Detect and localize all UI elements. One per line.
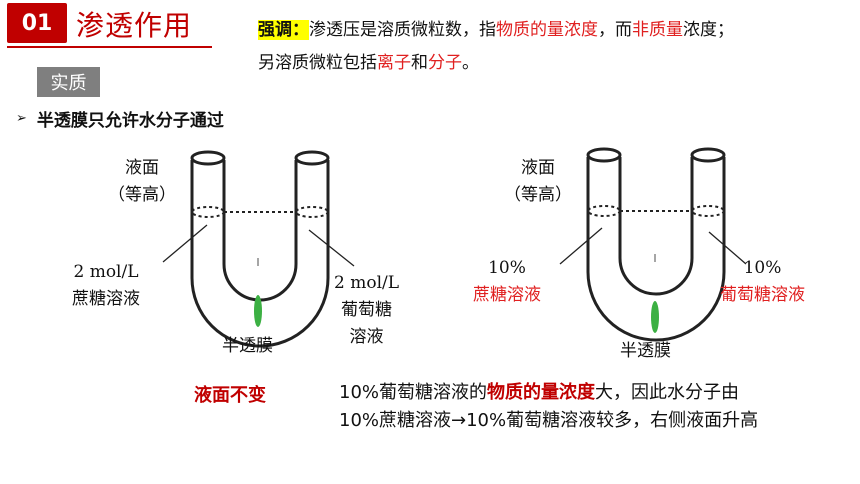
essence-tag: 实质 [37,67,100,97]
right-sucrose-name: 蔗糖溶液 [473,285,541,305]
left-tube-right-mouth [294,150,330,166]
explain-part-c: 大，因此水分子由 [595,382,740,403]
right-u-tube [586,147,726,342]
right-pointer-right [708,231,747,265]
right-glucose-name: 葡萄糖溶液 [720,285,805,305]
page-title: 渗透作用 [76,9,193,42]
explain-part-d: 10%蔗糖溶液→10%葡萄糖溶液较多，右侧液面升高 [339,410,759,431]
right-glucose-label: 10% 葡萄糖溶液 [720,255,805,309]
right-level-text: 液面 [521,158,555,178]
note-text-3: ，而 [598,20,632,40]
left-tube-left-mouth [190,150,226,166]
emphasis-note: 强调：渗透压是溶质微粒数，指物质的量浓度，而非质量浓度； 另溶质微粒包括离子和分… [258,14,858,80]
right-level-equal: （等高） [504,185,572,205]
section-number-badge: 01 [7,3,67,43]
bullet-point: ➢ 半透膜只允许水分子通过 [16,106,224,131]
left-tube-inner [222,160,298,302]
level-unchanged-caption: 液面不变 [194,385,266,406]
left-pointer-left [162,224,208,263]
note-text-6: 另溶质微粒包括 [258,53,377,73]
left-glucose-conc: 2 mol/L [334,273,400,293]
left-level-equal: （等高） [108,185,176,205]
note-text-10: 。 [462,53,479,73]
right-sucrose-label: 10% 蔗糖溶液 [473,255,541,309]
note-molecules: 分子 [428,53,462,73]
left-level-text: 液面 [125,158,159,178]
left-glucose-name: 葡萄糖 [341,300,393,320]
right-pointer-left [559,227,603,265]
left-level-label: 液面 （等高） [108,155,176,209]
left-membrane [254,295,262,327]
left-sucrose-conc: 2 mol/L [73,262,139,282]
right-sucrose-conc: 10% [488,258,526,278]
right-membrane [651,301,659,333]
note-molar-concentration: 物质的量浓度 [496,20,598,40]
note-non-mass: 非质量 [632,20,683,40]
explanation-text: 10%葡萄糖溶液的物质的量浓度大，因此水分子由 10%蔗糖溶液→10%葡萄糖溶液… [339,379,859,435]
explain-molar-concentration: 物质的量浓度 [487,382,596,403]
right-level-label: 液面 （等高） [504,155,572,209]
left-liquid-level [191,206,329,218]
note-text-5: 浓度； [683,20,734,40]
right-liquid-level [587,205,725,217]
title-underline [7,46,212,48]
left-sucrose-name: 蔗糖溶液 [72,289,140,309]
left-glucose-label: 2 mol/L 葡萄糖 溶液 [334,270,399,351]
right-tube-outer [586,157,726,342]
bullet-text: 半透膜只允许水分子通过 [36,111,224,131]
left-membrane-label: 半透膜 [222,336,273,356]
bullet-arrow-icon: ➢ [16,111,27,126]
right-membrane-label: 半透膜 [620,341,671,361]
left-tube-outer [190,160,330,348]
right-tube-inner [618,157,694,296]
explain-part-a: 10%葡萄糖溶液的 [339,382,488,403]
note-text-8: 和 [411,53,428,73]
right-tube-right-mouth [690,147,726,163]
left-glucose-solution: 溶液 [349,327,384,347]
note-text-1: 渗透压是溶质微粒数，指 [309,20,496,40]
right-glucose-conc: 10% [743,258,782,278]
note-ions: 离子 [377,53,411,73]
emphasis-label: 强调： [258,20,309,40]
right-tube-left-mouth [586,147,622,163]
left-sucrose-label: 2 mol/L 蔗糖溶液 [72,259,140,313]
left-pointer-right [308,229,355,267]
